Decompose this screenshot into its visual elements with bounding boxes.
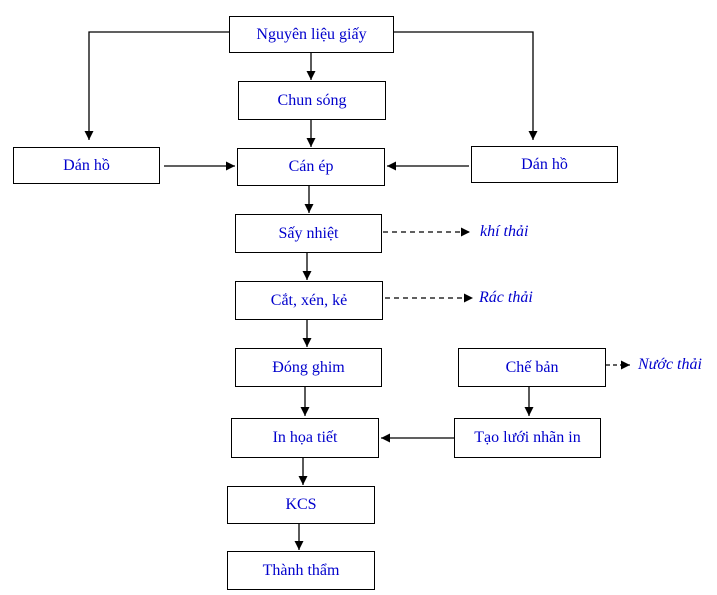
node-cutting: Cắt, xén, kẻ	[235, 281, 383, 320]
node-mesh-printing: Tạo lưới nhãn in	[454, 418, 601, 458]
output-waste-water: Nước thải	[638, 356, 702, 373]
arrow-raw-to-glue-right	[394, 31, 538, 140]
node-pattern-printing: In họa tiết	[231, 418, 379, 458]
output-exhaust-gas: khí thải	[480, 223, 529, 240]
node-glue-left: Dán hồ	[13, 147, 160, 184]
output-waste: Rác thải	[479, 289, 533, 306]
node-kcs: KCS	[227, 486, 375, 524]
node-pressing: Cán ép	[237, 148, 385, 186]
node-plate-making: Chế bản	[458, 348, 606, 387]
node-heat-drying: Sấy nhiệt	[235, 214, 382, 253]
node-stapling: Đóng ghim	[235, 348, 382, 387]
node-glue-right: Dán hồ	[471, 146, 618, 183]
node-raw-paper: Nguyên liệu giấy	[229, 16, 394, 53]
arrow-raw-to-glue-left	[84, 31, 229, 140]
node-corrugating: Chun sóng	[238, 81, 386, 120]
node-finished: Thành thẩm	[227, 551, 375, 590]
